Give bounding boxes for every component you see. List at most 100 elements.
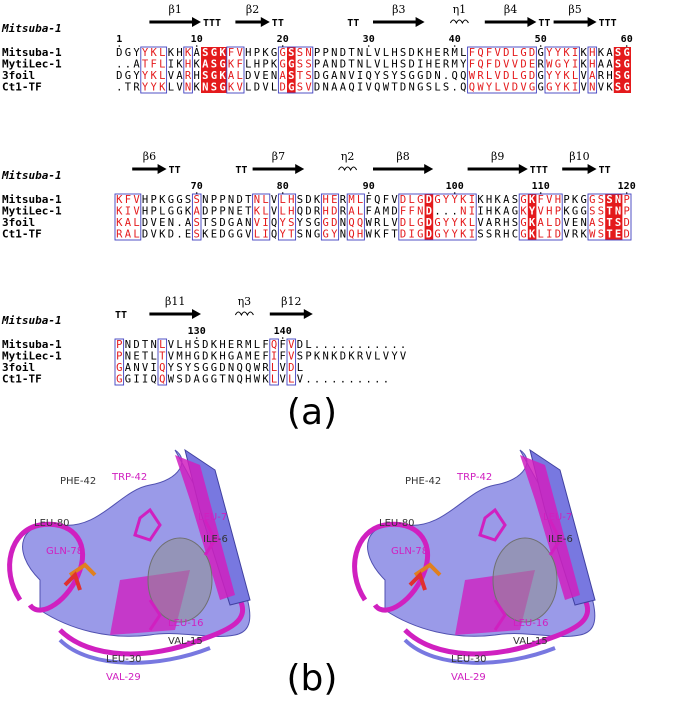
- residue: L: [133, 229, 139, 241]
- residue: Y: [546, 70, 553, 82]
- residue: A: [125, 362, 132, 374]
- residue: S: [288, 70, 294, 82]
- ruler-number: 80: [277, 181, 289, 192]
- residue: K: [271, 59, 278, 71]
- residue: .: [452, 82, 458, 94]
- residue: N: [357, 47, 363, 59]
- residue: V: [538, 206, 545, 218]
- residue: E: [237, 206, 243, 218]
- ruler-number: 50: [535, 34, 547, 45]
- residue: G: [323, 70, 329, 82]
- residue: G: [228, 217, 234, 229]
- residue: Y: [133, 70, 140, 82]
- residue: K: [606, 82, 613, 94]
- residue: I: [417, 59, 423, 71]
- residue: K: [331, 351, 338, 363]
- residue: Y: [391, 70, 398, 82]
- residue: .: [176, 229, 182, 241]
- residue: K: [374, 229, 381, 241]
- residue: N: [185, 82, 191, 94]
- residue: G: [314, 217, 320, 229]
- residue: Y: [486, 82, 493, 94]
- residue-label: TRP-42: [111, 472, 147, 483]
- residue: K: [520, 206, 527, 218]
- protein-loop-magenta: [403, 598, 590, 657]
- residue: R: [495, 217, 502, 229]
- residue: S: [288, 217, 294, 229]
- residue: G: [589, 194, 595, 206]
- residue: .: [357, 339, 363, 351]
- residue: K: [219, 47, 226, 59]
- residue: S: [211, 59, 217, 71]
- residue: D: [219, 362, 225, 374]
- residue: L: [262, 194, 268, 206]
- residue: R: [237, 339, 244, 351]
- identical-residue-highlight: [613, 47, 631, 93]
- residue: L: [280, 206, 286, 218]
- residue: D: [426, 70, 432, 82]
- turn-label: TTT: [203, 18, 221, 29]
- residue: H: [176, 47, 182, 59]
- residue: L: [271, 362, 277, 374]
- residue: H: [589, 47, 595, 59]
- residue: P: [116, 351, 122, 363]
- residue: I: [572, 82, 578, 94]
- residue: H: [606, 70, 612, 82]
- residue: P: [555, 206, 561, 218]
- residue: K: [477, 194, 484, 206]
- residue: Y: [142, 47, 149, 59]
- residue: V: [288, 351, 295, 363]
- residue: K: [116, 194, 123, 206]
- residue: H: [357, 229, 363, 241]
- residue: D: [503, 47, 509, 59]
- residue: V: [503, 82, 510, 94]
- residue: L: [280, 194, 286, 206]
- residue: A: [589, 217, 596, 229]
- residue: I: [546, 229, 552, 241]
- residue: E: [529, 59, 535, 71]
- residue: Y: [460, 59, 467, 71]
- residue: Y: [555, 47, 562, 59]
- residue: G: [624, 70, 630, 82]
- residue: L: [159, 206, 165, 218]
- residue: F: [469, 47, 475, 59]
- residue: N: [340, 229, 346, 241]
- residue: Y: [452, 229, 459, 241]
- residue: G: [211, 362, 217, 374]
- residue: L: [176, 339, 182, 351]
- residue: T: [297, 70, 304, 82]
- ruler-number: 1: [116, 34, 122, 45]
- residue: Y: [280, 229, 287, 241]
- ruler-number: 60: [621, 34, 633, 45]
- residue: P: [211, 206, 217, 218]
- residue: S: [512, 194, 518, 206]
- residue: .: [331, 374, 337, 386]
- residue: E: [254, 351, 260, 363]
- beta-strand-arrowhead: [527, 17, 537, 27]
- residue: G: [538, 82, 544, 94]
- residue: Q: [348, 229, 354, 241]
- residue: K: [219, 70, 226, 82]
- residue: S: [305, 59, 311, 71]
- residue: I: [469, 206, 475, 218]
- residue: R: [314, 206, 321, 218]
- residue: D: [555, 217, 561, 229]
- residue: A: [331, 82, 338, 94]
- residue: S: [426, 82, 432, 94]
- residue: .: [452, 206, 458, 218]
- residue: D: [555, 229, 561, 241]
- residue: R: [477, 70, 484, 82]
- beta-sheet-magenta: [175, 455, 235, 600]
- residue: S: [598, 194, 604, 206]
- residue: G: [202, 362, 208, 374]
- residue: N: [323, 82, 329, 94]
- residue: N: [409, 82, 415, 94]
- residue: K: [529, 194, 536, 206]
- residue: W: [546, 59, 553, 71]
- residue: W: [383, 82, 390, 94]
- ruler-number: 90: [363, 181, 375, 192]
- residue: T: [125, 82, 132, 94]
- side-chain-leu: [203, 519, 217, 556]
